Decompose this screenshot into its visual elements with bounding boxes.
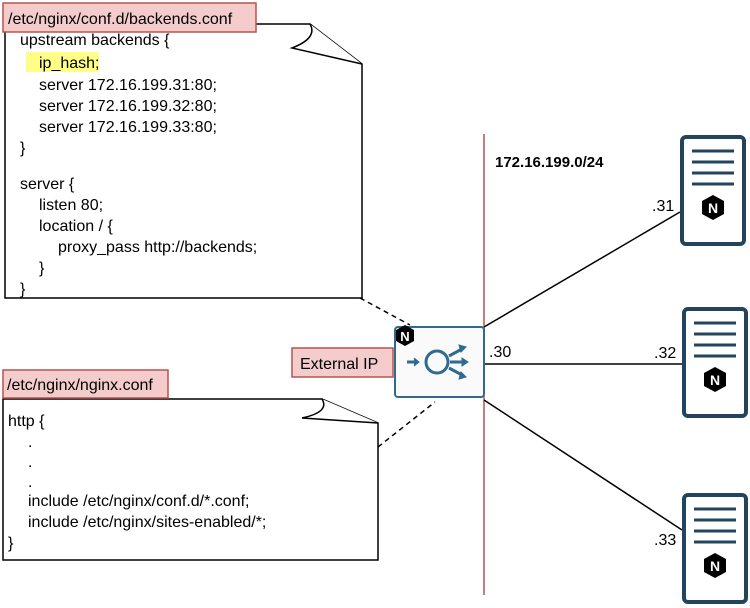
server-node[interactable]: N (680, 135, 746, 246)
code-line: listen 80; (39, 197, 103, 214)
code-line: include /etc/nginx/sites-enabled/*; (28, 514, 266, 531)
backends-file-path: /etc/nginx/conf.d/backends.conf (8, 11, 233, 28)
code-line: } (20, 140, 26, 157)
server-31-ip: .31 (652, 198, 674, 215)
code-line: server { (20, 176, 75, 193)
svg-text:N: N (710, 372, 720, 388)
code-line: proxy_pass http://backends; (58, 239, 257, 256)
lb-internal-ip: .30 (489, 344, 511, 361)
nginx-load-balancer-icon (407, 344, 469, 380)
code-line-highlighted: ip_hash; (39, 55, 100, 72)
external-ip-label: External IP (291, 347, 394, 378)
code-line: server 172.16.199.31:80; (39, 77, 217, 94)
server-rack-lines-icon (692, 149, 734, 186)
nginx-file-path: /etc/nginx/nginx.conf (7, 377, 153, 394)
code-line: } (39, 260, 45, 277)
code-line: server 172.16.199.33:80; (39, 119, 217, 136)
code-line: . (28, 454, 32, 471)
backends-file-label[interactable]: /etc/nginx/conf.d/backends.conf (2, 2, 257, 33)
server-node[interactable]: N (682, 493, 748, 604)
nginx-badge-icon: N (704, 553, 726, 578)
server-rack-lines-icon (694, 507, 736, 544)
code-line: location / { (39, 218, 113, 235)
code-line: } (20, 281, 26, 298)
code-line: . (28, 474, 32, 491)
nginx-badge-icon: N (704, 367, 726, 392)
nginx-note-connector (377, 401, 436, 448)
svg-text:External IP: External IP (300, 356, 378, 373)
backends-conf-note: upstream backends { ip_hash; server 172.… (4, 23, 363, 299)
subnet-label: 172.16.199.0/24 (495, 154, 604, 171)
svg-text:N: N (710, 558, 720, 574)
server-33-ip: .33 (654, 532, 676, 549)
backends-note-connector (359, 297, 411, 326)
code-line: http { (8, 413, 45, 430)
code-line: } (8, 535, 14, 552)
link-server-31 (483, 211, 681, 328)
nginx-badge-icon: N (396, 325, 414, 346)
code-line: server 172.16.199.32:80; (39, 98, 217, 115)
nginx-badge-icon: N (702, 195, 724, 220)
svg-text:N: N (400, 329, 409, 344)
nginx-file-label[interactable]: /etc/nginx/nginx.conf (2, 369, 169, 399)
ip-hash-highlight (26, 52, 99, 72)
server-rack-lines-icon (694, 321, 736, 358)
svg-text:N: N (708, 200, 718, 216)
load-balancer-node[interactable]: N (394, 325, 485, 398)
code-line: . (28, 434, 32, 451)
server-32-ip: .32 (654, 345, 676, 362)
server-node[interactable]: N (682, 307, 748, 418)
nginx-conf-note: http { . . . include /etc/nginx/conf.d/*… (2, 398, 379, 561)
link-server-33 (483, 399, 683, 531)
code-line: include /etc/nginx/conf.d/*.conf; (28, 493, 249, 510)
code-line: upstream backends { (20, 32, 170, 49)
